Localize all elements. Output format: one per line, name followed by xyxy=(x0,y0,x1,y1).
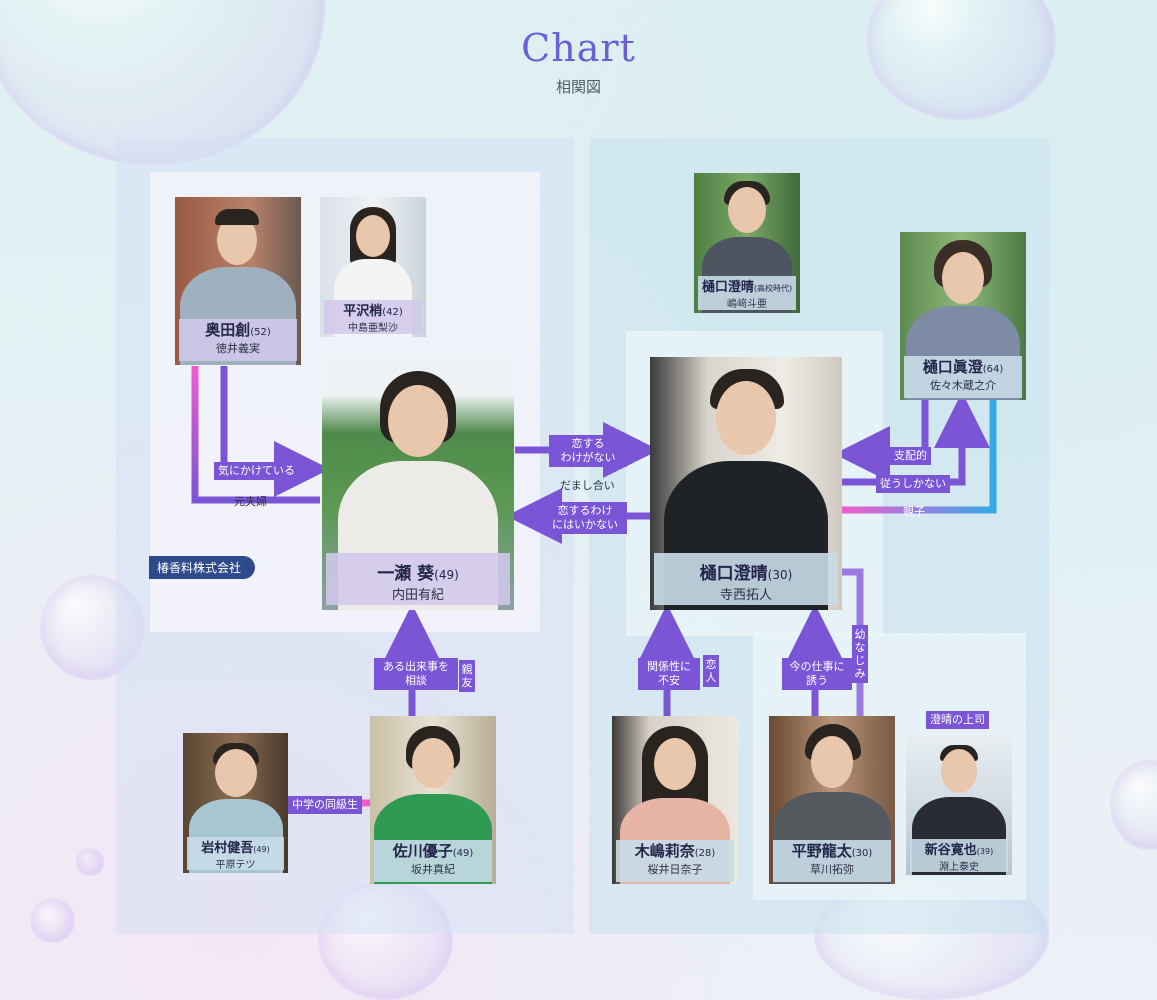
relation-label: 幼なじみ xyxy=(852,625,868,683)
relation-label: ある出来事を 相談 xyxy=(374,658,458,690)
character-photo-iwamura[interactable]: 岩村健吾(49) 平原テツ xyxy=(183,733,288,873)
age-text: (39) xyxy=(977,847,993,856)
relation-label: 親子 xyxy=(899,503,929,521)
age-text: (30) xyxy=(852,848,873,859)
character-name: 奥田創(52) xyxy=(179,319,297,340)
character-name: 樋口眞澄(64) xyxy=(904,356,1022,377)
name-text: 樋口澄晴 xyxy=(700,564,768,584)
name-text: 樋口澄晴 xyxy=(702,280,754,295)
relation-label: 従うしかない xyxy=(876,475,950,493)
relation-label: だまし合い xyxy=(556,477,619,495)
actor-name: 嶋﨑斗亜 xyxy=(698,295,796,310)
age-text: (高校時代) xyxy=(754,284,792,293)
character-name: 一瀬 葵(49) xyxy=(326,559,510,584)
actor-name: 坂井真紀 xyxy=(374,861,492,877)
character-photo-hirasawa[interactable]: 平沢梢(42) 中島亜梨沙 xyxy=(320,197,426,337)
relation-label-line: 今の仕事に xyxy=(786,660,848,674)
age-text: (49) xyxy=(434,568,459,582)
relation-label-line: 相談 xyxy=(378,674,454,688)
character-photo-sagawa[interactable]: 佐川優子(49) 坂井真紀 xyxy=(370,716,496,884)
name-text: 佐川優子 xyxy=(393,842,453,860)
actor-name: 桜井日奈子 xyxy=(616,861,734,877)
age-text: (52) xyxy=(250,327,271,338)
relation-label-line: ある出来事を xyxy=(378,660,454,674)
relation-label: 中学の同級生 xyxy=(288,796,362,814)
actor-name: 内田有紀 xyxy=(326,584,510,603)
character-name: 平野龍太(30) xyxy=(773,840,891,861)
age-text: (64) xyxy=(983,364,1004,375)
relation-label: 恋人 xyxy=(703,655,719,687)
relation-label: 親友 xyxy=(459,660,475,692)
character-photo-higuchi-masumi[interactable]: 樋口眞澄(64) 佐々木蔵之介 xyxy=(900,232,1026,400)
actor-name: 佐々木蔵之介 xyxy=(904,377,1022,393)
relation-label: 澄晴の上司 xyxy=(926,711,989,729)
name-text: 一瀬 葵 xyxy=(377,564,434,584)
character-name: 岩村健吾(49) xyxy=(187,837,284,856)
actor-name: 草川拓弥 xyxy=(773,861,891,877)
relation-label-line: わけがない xyxy=(553,451,623,465)
character-name: 樋口澄晴(30) xyxy=(654,559,838,584)
relation-label-line: 恋するわけ xyxy=(547,504,623,518)
age-text: (28) xyxy=(695,848,716,859)
age-text: (30) xyxy=(768,568,793,582)
character-photo-higuchi-young[interactable]: 樋口澄晴(高校時代) 嶋﨑斗亜 xyxy=(694,173,800,313)
actor-name: 中島亜梨沙 xyxy=(324,319,422,334)
character-name: 佐川優子(49) xyxy=(374,840,492,861)
character-name: 樋口澄晴(高校時代) xyxy=(698,276,796,295)
character-name: 平沢梢(42) xyxy=(324,300,422,319)
relation-label-line: 恋する xyxy=(553,437,623,451)
name-text: 平沢梢 xyxy=(343,304,382,319)
relation-label: 気にかけている xyxy=(214,462,299,480)
relation-label: 恋する わけがない xyxy=(549,435,627,467)
actor-name: 徳井義実 xyxy=(179,340,297,356)
character-photo-higuchi[interactable]: 樋口澄晴(30) 寺西拓人 xyxy=(650,357,842,610)
actor-name: 淵上泰史 xyxy=(910,858,1008,873)
character-photo-okuda[interactable]: 奥田創(52) 徳井義実 xyxy=(175,197,301,365)
character-photo-ichinose[interactable]: 一瀬 葵(49) 内田有紀 xyxy=(322,357,514,610)
name-text: 岩村健吾 xyxy=(201,841,253,856)
character-photo-kijima[interactable]: 木嶋莉奈(28) 桜井日奈子 xyxy=(612,716,738,884)
relation-label-line: 誘う xyxy=(786,674,848,688)
character-photo-shintani[interactable]: 新谷寛也(39) 淵上泰史 xyxy=(906,735,1012,875)
age-text: (49) xyxy=(453,848,474,859)
actor-name: 平原テツ xyxy=(187,856,284,871)
relation-label-line: 関係性に xyxy=(642,660,696,674)
relation-label-line: 不安 xyxy=(642,674,696,688)
name-text: 奥田創 xyxy=(205,321,250,339)
name-text: 樋口眞澄 xyxy=(923,358,983,376)
relation-label-line: にはいかない xyxy=(547,518,623,532)
relation-label: 今の仕事に 誘う xyxy=(782,658,852,690)
character-photo-hirano[interactable]: 平野龍太(30) 草川拓弥 xyxy=(769,716,895,884)
actor-name: 寺西拓人 xyxy=(654,584,838,603)
name-text: 新谷寛也 xyxy=(925,843,977,858)
character-name: 新谷寛也(39) xyxy=(910,839,1008,858)
relation-label: 関係性に 不安 xyxy=(638,658,700,690)
relation-label: 元夫婦 xyxy=(230,493,271,511)
character-name: 木嶋莉奈(28) xyxy=(616,840,734,861)
age-text: (49) xyxy=(253,845,269,854)
relation-label: 恋するわけ にはいかない xyxy=(543,502,627,534)
name-text: 平野龍太 xyxy=(792,842,852,860)
relation-label: 支配的 xyxy=(890,447,931,465)
name-text: 木嶋莉奈 xyxy=(635,842,695,860)
age-text: (42) xyxy=(382,307,403,318)
